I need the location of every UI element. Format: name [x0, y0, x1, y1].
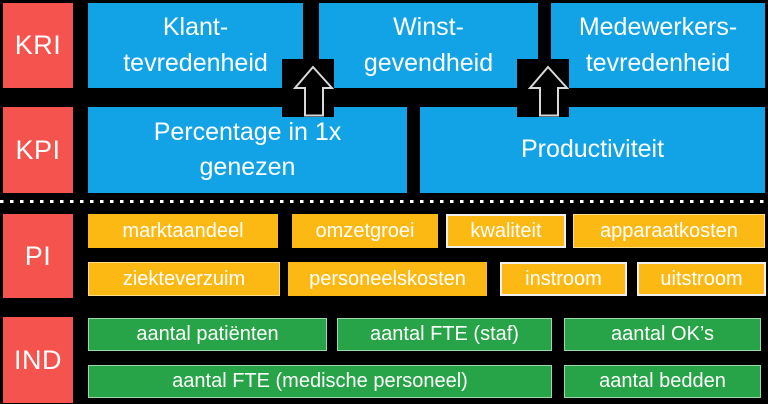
- pi-box-omzetgroei: omzetgroei: [292, 214, 438, 248]
- row-label-ind: IND: [3, 317, 73, 403]
- ind-box-aantal-patienten: aantal patiënten: [88, 318, 327, 351]
- kri-box-medewerkerstevredenheid: Medewerkers- tevredenheid: [551, 3, 765, 88]
- row-label-pi: PI: [3, 214, 73, 298]
- row-label-kri: KRI: [3, 3, 73, 88]
- kpi-box-productiviteit: Productiviteit: [420, 107, 765, 193]
- kri-box-klanttevredenheid: Klant- tevredenheid: [88, 3, 303, 88]
- kpi-box-percentage-in-1x-genezen: Percentage in 1x genezen: [88, 107, 407, 193]
- pi-box-ziekteverzuim: ziekteverzuim: [88, 262, 280, 296]
- kri-box-winstgevendheid: Winst- gevendheid: [319, 3, 538, 88]
- pi-box-uitstroom: uitstroom: [637, 262, 766, 296]
- pi-box-marktaandeel: marktaandeel: [88, 214, 278, 248]
- ind-box-aantal-bedden: aantal bedden: [564, 365, 761, 398]
- pi-box-personeelskosten: personeelskosten: [288, 262, 487, 296]
- dotted-separator: [0, 200, 768, 203]
- up-arrow-icon: [517, 59, 569, 117]
- ind-box-aantal-fte-staf: aantal FTE (staf): [337, 318, 552, 351]
- pi-box-instroom: instroom: [500, 262, 627, 296]
- up-arrow-icon: [282, 59, 334, 117]
- pi-box-kwaliteit: kwaliteit: [446, 214, 566, 248]
- ind-box-aantal-oks: aantal OK’s: [564, 318, 761, 351]
- pi-box-apparaatkosten: apparaatkosten: [573, 214, 765, 248]
- row-label-kpi: KPI: [3, 107, 73, 193]
- ind-box-aantal-fte-medisch: aantal FTE (medische personeel): [88, 365, 552, 398]
